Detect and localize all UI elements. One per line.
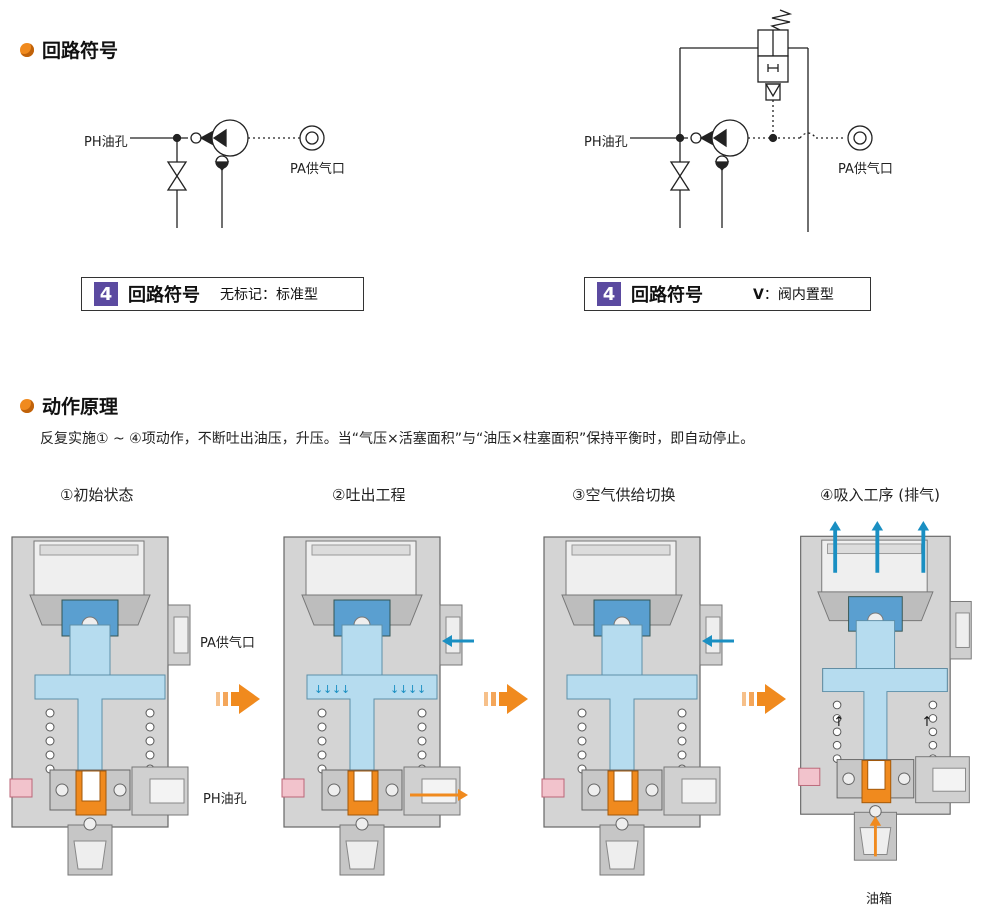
box-note: 无标记：标准型 [220, 287, 318, 303]
pump-diagram-discharge: ↓↓↓↓↓↓↓↓ [281, 536, 474, 876]
left-ph-label: PH油孔 [84, 135, 128, 150]
svg-text:↓: ↓ [332, 683, 341, 696]
right-ph-label: PH油孔 [584, 135, 628, 150]
circuit-box-standard: 4 回路符号 无标记：标准型 [81, 277, 364, 311]
svg-text:↑: ↑ [921, 715, 932, 730]
action-heading-text: 动作原理 [42, 396, 119, 418]
pump-pa-label: PA供气口 [200, 636, 255, 651]
action-section-heading: 动作原理 [20, 392, 118, 419]
circuit-symbol-standard [130, 119, 325, 228]
pump-diagram-suction: ↑↑ [798, 520, 972, 861]
svg-text:↓: ↓ [399, 683, 408, 696]
circuit-heading-text: 回路符号 [42, 40, 119, 62]
box-number-badge: 4 [94, 282, 118, 306]
left-pa-label: PA供气口 [290, 162, 345, 177]
svg-text:↓: ↓ [417, 683, 426, 696]
box-note-prefix: V [753, 287, 764, 303]
pump-ph-label: PH油孔 [203, 792, 247, 807]
bullet-icon [20, 42, 34, 57]
step-title-4: ④吸入工序 (排气) [820, 486, 940, 504]
box-title: 回路符号 [631, 285, 703, 306]
circuit-box-valve: 4 回路符号 V：阀内置型 [584, 277, 871, 311]
pump-diagram-air-switch [541, 536, 734, 876]
step-title-2: ②吐出工程 [332, 486, 406, 504]
box-number-badge: 4 [597, 282, 621, 306]
arrow-right-icon [216, 684, 260, 714]
right-pa-label: PA供气口 [838, 162, 893, 177]
box-note-text: ：阀内置型 [763, 287, 834, 303]
circuit-symbol-valve [630, 9, 873, 232]
arrow-right-icon [484, 684, 528, 714]
pump-tank-label: 油箱 [866, 892, 893, 907]
svg-text:↑: ↑ [833, 715, 844, 730]
step-title-3: ③空气供给切换 [572, 486, 676, 504]
box-title: 回路符号 [128, 285, 200, 306]
circuit-section-heading: 回路符号 [20, 36, 118, 63]
svg-text:↓: ↓ [408, 683, 417, 696]
svg-text:↓: ↓ [341, 683, 350, 696]
step-title-1: ①初始状态 [60, 486, 134, 504]
svg-text:↓: ↓ [314, 683, 323, 696]
box-note: V：阀内置型 [753, 284, 834, 304]
svg-text:↓: ↓ [323, 683, 332, 696]
action-description: 反复实施① ~ ④项动作，不断吐出油压，升压。当“气压×活塞面积”与“油压×柱塞… [40, 431, 755, 447]
svg-text:↓: ↓ [390, 683, 399, 696]
pump-diagram-initial [9, 536, 191, 876]
arrow-right-icon [742, 684, 786, 714]
bullet-icon [20, 398, 34, 413]
